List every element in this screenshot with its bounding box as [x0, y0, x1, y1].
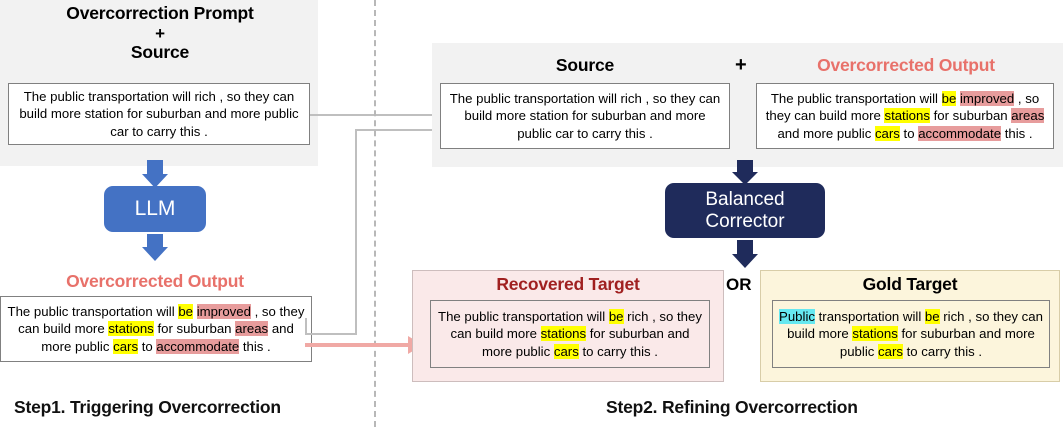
highlight-yellow: cars	[553, 343, 579, 359]
text-segment: to	[899, 125, 919, 141]
step1-overcorrected-text: The public transportation will be improv…	[7, 303, 305, 355]
recovered-target-text: The public transportation will be rich ,…	[437, 308, 703, 360]
step2-plus-sign: +	[735, 54, 747, 76]
highlight-yellow: cars	[113, 338, 139, 354]
llm-label: LLM	[134, 196, 176, 220]
connector-output-horizontal-top	[355, 129, 434, 131]
highlight-yellow: stations	[540, 326, 587, 342]
text-segment: The public transportation will	[770, 90, 942, 106]
step1-step-label: Step1. Triggering Overcorrection	[14, 397, 281, 417]
step1-prompt-heading-line1: Overcorrection Prompt	[66, 3, 254, 23]
text-segment: for suburban	[929, 108, 1012, 124]
highlight-red: improved	[196, 303, 251, 319]
corrector-label-line2: Corrector	[705, 210, 785, 232]
step1-prompt-heading-plus: +	[155, 23, 165, 43]
highlight-red: improved	[959, 90, 1015, 106]
recovered-target-textbox: The public transportation will be rich ,…	[430, 300, 710, 368]
step2-source-heading: Source	[555, 55, 615, 75]
highlight-yellow: stations	[108, 321, 154, 337]
highlight-yellow: stations	[884, 108, 930, 124]
highlight-red: areas	[1011, 108, 1045, 124]
highlight-red: accommodate	[156, 338, 240, 354]
arrow-corrector-to-targets	[715, 240, 775, 268]
connector-output-stub	[305, 318, 307, 335]
gold-target-text: Public transportation will be rich , so …	[779, 308, 1043, 360]
text-segment: rich , so they can build more	[450, 308, 702, 342]
arrow-llm-to-output	[125, 234, 185, 262]
text-segment: and more public	[41, 321, 294, 354]
text-segment: The public transportation will	[7, 303, 179, 319]
step1-output-heading: Overcorrected Output	[66, 271, 244, 291]
highlight-red: areas	[235, 321, 269, 337]
text-segment: transportation will	[814, 308, 925, 324]
text-segment: rich , so they can build more	[787, 308, 1043, 342]
step2-overcorrected-heading: Overcorrected Output	[817, 55, 995, 75]
text-segment: to carry this .	[902, 343, 983, 359]
highlight-yellow: stations	[852, 326, 898, 342]
step2-overcorrected-text: The public transportation will be improv…	[763, 90, 1047, 142]
highlight-yellow: cars	[874, 125, 900, 141]
highlight-yellow: be	[924, 308, 940, 324]
highlight-yellow: cars	[878, 343, 903, 359]
highlight-yellow: be	[941, 90, 957, 106]
arrow-input-to-corrector	[715, 160, 775, 186]
text-segment: this .	[239, 338, 271, 354]
text-segment: , so they can build more	[765, 90, 1040, 124]
gold-target-textbox: Public transportation will be rich , so …	[772, 300, 1050, 368]
text-segment: this .	[1001, 125, 1033, 141]
text-segment: , so they can build more	[18, 303, 305, 337]
highlight-yellow: be	[178, 303, 194, 319]
balanced-corrector-box[interactable]: Balanced Corrector	[665, 183, 825, 238]
step2-overcorrected-textbox: The public transportation will be improv…	[756, 83, 1054, 149]
connector-output-horizontal-bottom	[305, 333, 357, 335]
text-segment: for suburban and more public	[482, 326, 690, 359]
or-label: OR	[726, 275, 752, 294]
gold-target-heading: Gold Target	[862, 274, 958, 294]
arrow-source-to-llm	[125, 160, 185, 188]
recovered-target-heading: Recovered Target	[496, 274, 640, 294]
step1-prompt-heading-line2: Source	[130, 41, 190, 62]
pink-arrow-shaft	[305, 343, 410, 347]
connector-source-line	[310, 114, 434, 116]
step1-source-textbox: The public transportation will rich , so…	[8, 83, 310, 145]
text-segment: for suburban	[153, 321, 236, 337]
corrector-label-line1: Balanced	[705, 188, 785, 210]
text-segment: for suburban and more public	[839, 326, 1035, 359]
step2-step-label: Step2. Refining Overcorrection	[606, 397, 858, 417]
highlight-yellow: be	[608, 308, 624, 324]
step1-prompt-heading: Overcorrection Prompt + Source	[10, 3, 310, 62]
highlight-red: accommodate	[918, 125, 1002, 141]
step1-overcorrected-textbox: The public transportation will be improv…	[0, 296, 312, 362]
llm-box[interactable]: LLM	[104, 186, 206, 232]
step2-source-textbox: The public transportation will rich , so…	[440, 83, 730, 149]
section-divider	[374, 0, 376, 427]
highlight-cyan: Public	[779, 308, 815, 324]
text-segment: to carry this .	[578, 343, 658, 359]
step2-source-text: The public transportation will rich , so…	[449, 90, 721, 141]
text-segment: to	[138, 338, 157, 354]
connector-output-vertical	[355, 129, 357, 335]
step1-source-text: The public transportation will rich , so…	[19, 88, 299, 139]
text-segment: The public transportation will	[438, 308, 609, 324]
text-segment: and more public	[777, 125, 875, 141]
